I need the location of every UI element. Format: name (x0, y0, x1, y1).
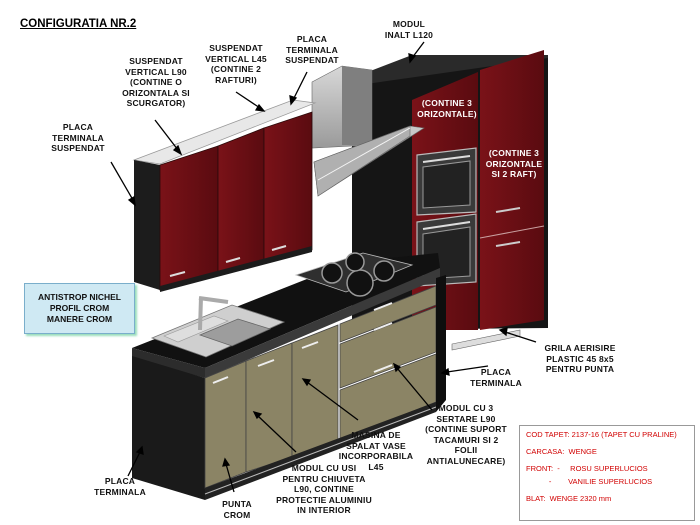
label-tall-right-content: (CONTINE 3 ORIZONTALE SI 2 RAFT) (485, 148, 543, 179)
specifications-box: COD TAPET: 2137-16 (TAPET CU PRALINE) CA… (519, 425, 695, 521)
accessories-box: ANTISTROP NICHEL PROFIL CROM MANERE CROM (24, 283, 135, 334)
spec-front-red: FRONT: - ROSU SUPERLUCIOS (526, 464, 648, 473)
spec-front-vanilla: - VANILIE SUPERLUCIOS (526, 477, 653, 486)
label-hanging-end-panel-top: PLACA TERMINALA SUSPENDAT (285, 34, 339, 65)
label-ventilation-grill: GRILA AERISIRE PLASTIC 45 8x5 PENTRU PUN… (544, 343, 616, 374)
label-wall-unit-l90: SUSPENDAT VERTICAL L90 (CONTINE O ORIZON… (122, 56, 190, 108)
label-end-panel-bottom: PLACA TERMINALA (94, 476, 146, 497)
label-dishwasher: MASINA DE SPALAT VASE INCORPORABILA L45 (338, 430, 414, 472)
page-title: CONFIGURATIA NR.2 (20, 18, 137, 30)
spec-worktop: BLAT: WENGE 2320 mm (526, 494, 612, 503)
tall-module (352, 50, 548, 351)
label-hanging-end-panel-left: PLACA TERMINALA SUSPENDAT (51, 122, 105, 153)
spec-carcass: CARCASA: WENGE (526, 447, 597, 456)
label-tall-left-content: (CONTINE 3 ORIZONTALE) (417, 98, 477, 119)
label-drawer-module: MODUL CU 3 SERTARE L90 (CONTINE SUPORT T… (425, 403, 507, 466)
base-cabinets (132, 252, 446, 500)
cooker-hood (311, 65, 425, 197)
spec-wallpaper: COD TAPET: 2137-16 (TAPET CU PRALINE) (526, 430, 677, 439)
label-sink-module: MODUL CU USI PENTRU CHIUVETA L90, CONTIN… (276, 463, 372, 515)
label-wall-unit-l45: SUSPENDAT VERTICAL L45 (CONTINE 2 RAFTUR… (205, 43, 267, 85)
label-plinth: PUNTA CROM (222, 499, 252, 520)
label-tall-module: MODUL INALT L120 (384, 19, 434, 40)
label-end-panel-right: PLACA TERMINALA (470, 367, 522, 388)
wall-cabinets (132, 99, 317, 292)
accessories-text: ANTISTROP NICHEL PROFIL CROM MANERE CROM (38, 292, 121, 324)
leader-lines (110, 41, 537, 493)
